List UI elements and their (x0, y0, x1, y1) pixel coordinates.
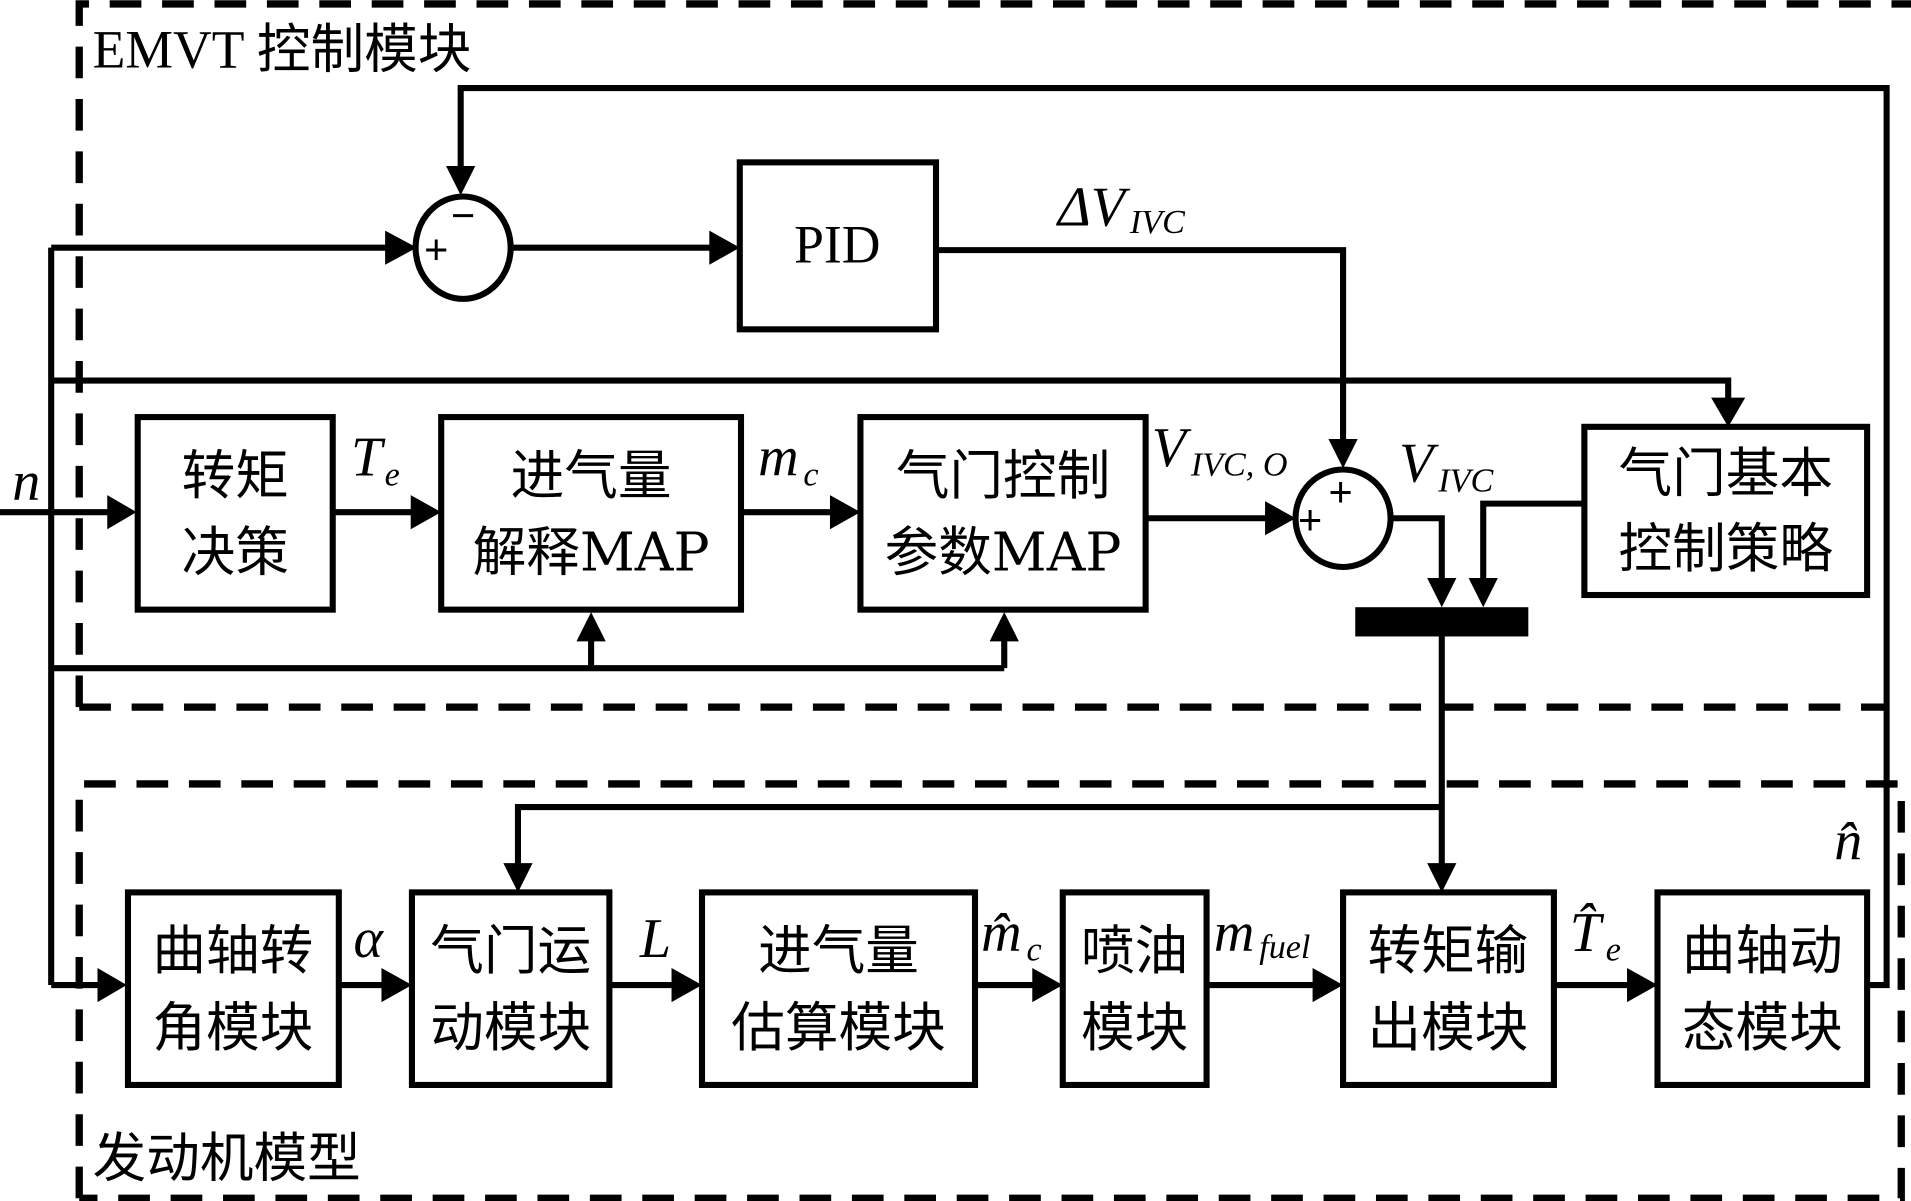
arrow-icon (709, 230, 740, 265)
arrow-icon (107, 495, 137, 530)
arrow-icon (446, 166, 476, 196)
arrow-icon (1328, 439, 1358, 469)
arrow-icon (1427, 863, 1457, 893)
intake-estimate-block (698, 889, 979, 1088)
signal-mc-hat: m̂c (981, 902, 1042, 969)
block-label: 估算模块 (731, 996, 945, 1059)
arrow-icon (1427, 577, 1457, 608)
torque-output-block (1340, 889, 1557, 1088)
engine-model-group-border (75, 780, 1905, 1201)
block-label: 曲轴转 (152, 919, 313, 982)
arrow-icon (503, 863, 533, 893)
sum-sign-minus: − (451, 191, 475, 238)
injection-block (1059, 889, 1210, 1088)
block-label: 转矩 (182, 444, 289, 507)
arrow-icon (1711, 397, 1746, 427)
block-label: 气门基本 (1619, 441, 1833, 504)
block-label: 角模块 (152, 996, 313, 1059)
block-label: 参数MAP (885, 521, 1122, 584)
wire-pid-output (936, 247, 1347, 452)
block-label: 解释MAP (473, 521, 710, 584)
block-label: 态模块 (1682, 996, 1843, 1059)
block-label: 进气量 (758, 919, 919, 982)
block-label: 曲轴动 (1682, 919, 1843, 982)
signal-mux-bar (1355, 607, 1529, 637)
block-label: 模块 (1081, 996, 1188, 1059)
block-label: 气门运 (430, 919, 591, 982)
arrow-icon (385, 230, 417, 265)
signal-l: L (639, 908, 671, 970)
arrow-icon (381, 967, 412, 1003)
wire-n-to-basic-strategy (51, 377, 1732, 413)
valve-motion-block (408, 889, 613, 1088)
signal-te: Te (351, 427, 400, 494)
crank-dynamics-block (1654, 889, 1871, 1088)
arrow-icon (1627, 967, 1658, 1003)
sum-sign-plus: + (424, 226, 448, 273)
block-label: 进气量 (511, 444, 672, 507)
arrow-icon (410, 495, 442, 530)
arrow-icon (829, 495, 861, 530)
wire-v-ivc (1390, 515, 1445, 592)
emvt-control-group-border (75, 0, 1911, 708)
signal-alpha: α (353, 908, 384, 970)
arrow-icon (1312, 967, 1344, 1003)
arrow-icon (1265, 501, 1296, 536)
block-label: 喷油 (1081, 919, 1188, 982)
valve-basic-strategy-block (1581, 423, 1871, 599)
block-label: 控制策略 (1619, 517, 1833, 580)
sum-sign-plus: + (1328, 468, 1352, 515)
torque-decision-block (134, 414, 336, 613)
signal-n: n (12, 451, 40, 513)
arrow-icon (576, 612, 606, 642)
crank-angle-block (124, 889, 342, 1088)
block-label: 气门控制 (896, 444, 1110, 507)
pid-block (736, 159, 940, 333)
arrow-icon (1468, 577, 1498, 608)
block-label: 动模块 (430, 996, 591, 1059)
block-label: 出模块 (1367, 996, 1528, 1059)
emvt-control-group-title: EMVT 控制模块 (93, 19, 472, 79)
arrow-icon (671, 967, 702, 1003)
engine-model-group-title: 发动机模型 (93, 1126, 361, 1189)
block-label: 转矩输 (1367, 919, 1528, 982)
signal-te-hat: T̂e (1570, 902, 1621, 969)
valve-param-map-block (857, 414, 1149, 613)
wire-mux-to-valve-motion (514, 804, 1442, 878)
arrow-icon (1032, 967, 1063, 1003)
arrow-icon (989, 612, 1019, 642)
block-label: 决策 (182, 521, 289, 584)
arrow-icon (97, 967, 127, 1003)
pid-label: PID (794, 214, 880, 274)
signal-n-hat: n̂ (1834, 810, 1862, 872)
wire-basic-strategy-output (1480, 500, 1585, 592)
sum-sign-plus: + (1298, 496, 1322, 543)
wire-speed-feedback (457, 84, 1890, 989)
